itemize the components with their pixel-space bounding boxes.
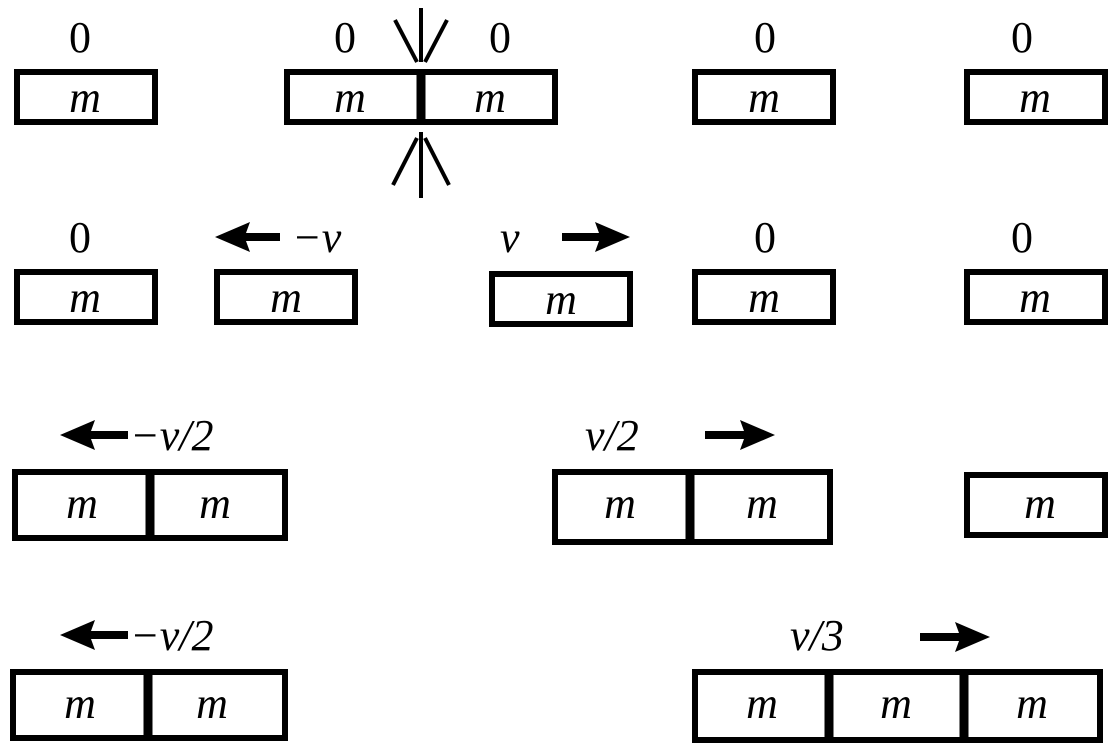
arrow-right-icon — [705, 420, 775, 450]
mass-label: m — [1024, 479, 1056, 528]
velocity-label: 0 — [489, 13, 511, 62]
mass-label: m — [1016, 679, 1048, 728]
velocity-label: v/2 — [585, 411, 639, 460]
mass-label: m — [199, 479, 231, 528]
mass-label: m — [545, 275, 577, 324]
mass-label: m — [270, 273, 302, 322]
block — [692, 69, 836, 125]
row-after-explosion: 0 m −v m v m 0 m 0 m — [14, 213, 1108, 327]
mass-label: m — [196, 679, 228, 728]
mass-label: m — [748, 73, 780, 122]
velocity-label: −v — [292, 213, 342, 262]
block — [14, 69, 158, 125]
mass-label: m — [746, 679, 778, 728]
arrow-right-icon — [562, 222, 630, 252]
mass-label: m — [64, 679, 96, 728]
mass-label: m — [334, 73, 366, 122]
block — [964, 69, 1108, 125]
velocity-label: −v/2 — [130, 411, 213, 460]
velocity-label: v/3 — [790, 611, 844, 660]
mass-label: m — [1019, 73, 1051, 122]
mass-label: m — [748, 273, 780, 322]
arrow-right-icon — [920, 622, 990, 652]
arrow-left-icon — [215, 222, 280, 252]
block — [489, 271, 633, 327]
velocity-label: 0 — [1011, 13, 1033, 62]
row-initial: 0 m 0 0 m m 0 m 0 m — [14, 8, 1108, 198]
velocity-label: 0 — [754, 13, 776, 62]
mass-label: m — [66, 479, 98, 528]
velocity-label: 0 — [334, 13, 356, 62]
mass-label: m — [880, 679, 912, 728]
mass-label: m — [1019, 273, 1051, 322]
mass-label: m — [604, 479, 636, 528]
mass-label: m — [69, 73, 101, 122]
velocity-label: v — [500, 213, 520, 262]
arrow-left-icon — [60, 620, 128, 650]
block-triple — [692, 669, 1103, 743]
block — [964, 269, 1108, 325]
velocity-label: −v/2 — [130, 611, 213, 660]
explosion-marks — [391, 8, 451, 198]
arrow-left-icon — [60, 420, 128, 450]
mass-label: m — [746, 479, 778, 528]
block — [14, 269, 158, 325]
velocity-label: 0 — [69, 13, 91, 62]
block — [692, 269, 836, 325]
row-first-collisions: −v/2 m m v/2 m m m — [12, 411, 1108, 545]
velocity-label: 0 — [754, 213, 776, 262]
velocity-label: 0 — [69, 213, 91, 262]
block — [214, 269, 358, 325]
row-final: −v/2 m m v/3 m m m — [10, 611, 1103, 743]
block — [964, 472, 1108, 538]
velocity-label: 0 — [1011, 213, 1033, 262]
mass-label: m — [474, 73, 506, 122]
mass-label: m — [69, 273, 101, 322]
